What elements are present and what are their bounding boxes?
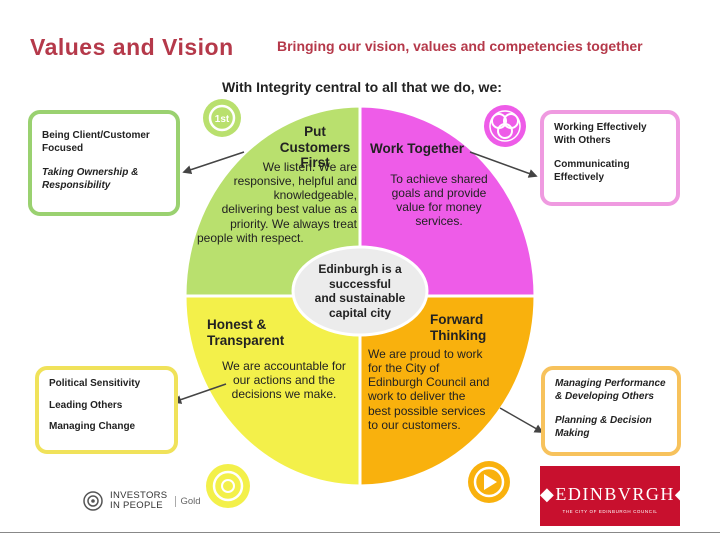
customers-text-line: We listen. We are — [262, 160, 357, 174]
customers-text-line: responsive, helpful and — [233, 174, 357, 189]
honest-heading-line: Honest & — [207, 317, 267, 332]
competency-box-orange: Managing Performance & Developing Others… — [541, 366, 681, 456]
center-line: capital city — [328, 305, 392, 320]
honest-heading: Honest & Transparent — [207, 317, 284, 348]
competency-box-pink: Working Effectively With Others Communic… — [540, 110, 680, 206]
customers-heading: Put Customers First — [270, 124, 360, 171]
together-text-line: value for money — [396, 200, 482, 215]
forward-text-line: We are proud to work — [368, 347, 483, 361]
quadrant-honest — [183, 294, 362, 488]
forward-text-line: best possible services — [368, 403, 486, 418]
customers-text-line: knowledgeable, — [273, 188, 357, 203]
forward-text-line: Edinburgh Council and — [368, 375, 490, 390]
honest-text-line: We are accountable for — [222, 359, 346, 373]
quadrant-forward — [358, 294, 537, 488]
together-heading-line: Work Together — [370, 141, 465, 156]
iip-emblem-icon — [83, 491, 103, 511]
together-text-line: services. — [415, 214, 463, 229]
center-hub — [291, 245, 429, 337]
iip-line: IN PEOPLE — [110, 500, 163, 511]
competency-item: Leading Others — [49, 399, 123, 411]
center-statement: Edinburgh is a successful and sustainabl… — [305, 262, 415, 321]
arrow-green — [182, 151, 245, 174]
forward-text: We are proud to work for the City of Edi… — [368, 347, 502, 432]
competency-item: Managing Performance & Developing Others — [555, 378, 666, 402]
competency-box-green: Being Client/Customer Focused Taking Own… — [28, 110, 180, 216]
linked-rings-icon — [484, 105, 526, 147]
iip-line: INVESTORS — [110, 489, 168, 501]
together-text: To achieve shared goals and provide valu… — [380, 172, 498, 229]
honest-heading-line: Transparent — [207, 332, 285, 348]
quadrant-customers — [183, 104, 362, 298]
arrow-yellow — [172, 383, 227, 404]
circle-target-icon — [206, 464, 250, 508]
competency-item: Taking Ownership & Responsibility — [42, 167, 139, 191]
competency-item: Political Sensitivity — [49, 378, 141, 389]
competency-item: Managing Change — [49, 421, 136, 432]
page-title: Values and Vision — [30, 34, 234, 60]
competency-item: Being Client/Customer Focused — [42, 130, 150, 154]
customers-text: We listen. We are responsive, helpful an… — [195, 160, 357, 245]
iip-level: Gold — [175, 495, 201, 507]
competency-item: Planning & Decision Making — [555, 415, 652, 439]
forward-heading-line: Forward — [430, 312, 484, 327]
customers-text-line: people with respect. — [197, 230, 304, 245]
together-text-line: To achieve shared — [390, 172, 488, 186]
competency-item: Communicating Effectively — [554, 159, 630, 183]
honest-text-line: our actions and the — [232, 373, 336, 388]
investors-in-people-logo: INVESTORS IN PEOPLE Gold — [82, 490, 201, 512]
customers-heading-line: Customers First — [279, 139, 351, 171]
honest-text-line: decisions we make. — [231, 387, 337, 402]
center-line: Edinburgh is a — [318, 262, 402, 276]
forward-heading: Forward Thinking — [430, 312, 486, 343]
1st-badge-icon: 1st — [203, 99, 241, 137]
intro-text: With Integrity central to all that we do… — [222, 79, 502, 95]
arrow-pink — [469, 151, 538, 178]
center-line: and sustainable — [314, 291, 406, 306]
forward-text-line: work to deliver the — [368, 389, 466, 404]
competency-item: Working Effectively With Others — [554, 122, 647, 146]
together-text-line: goals and provide — [391, 186, 487, 201]
quadrant-together — [358, 104, 537, 298]
edinburgh-logo: ◆EDINBVRGH◆ THE CITY OF EDINBURGH COUNCI… — [540, 466, 691, 526]
customers-text-line: delivering best value as a — [221, 202, 357, 217]
customers-text-line: priority. We always treat — [230, 216, 357, 231]
center-line: successful — [328, 276, 392, 291]
first-badge-text: 1st — [215, 114, 230, 125]
page-subtitle: Bringing our vision, values and competen… — [277, 38, 643, 54]
edinburgh-wordmark: ◆EDINBVRGH◆ — [540, 484, 691, 504]
play-arrow-icon — [468, 461, 510, 503]
honest-text: We are accountable for our actions and t… — [215, 359, 353, 401]
forward-heading-line: Thinking — [430, 327, 487, 343]
competency-box-yellow: Political Sensitivity Leading Others Man… — [35, 366, 178, 454]
forward-text-line: to our customers. — [368, 417, 461, 432]
customers-heading-line: Put — [304, 124, 326, 139]
forward-text-line: for the City of — [368, 361, 440, 376]
arrow-orange — [499, 407, 544, 433]
together-heading: Work Together — [370, 141, 464, 157]
bottom-divider — [0, 532, 720, 533]
edinburgh-tagline: THE CITY OF EDINBURGH COUNCIL — [562, 509, 658, 514]
